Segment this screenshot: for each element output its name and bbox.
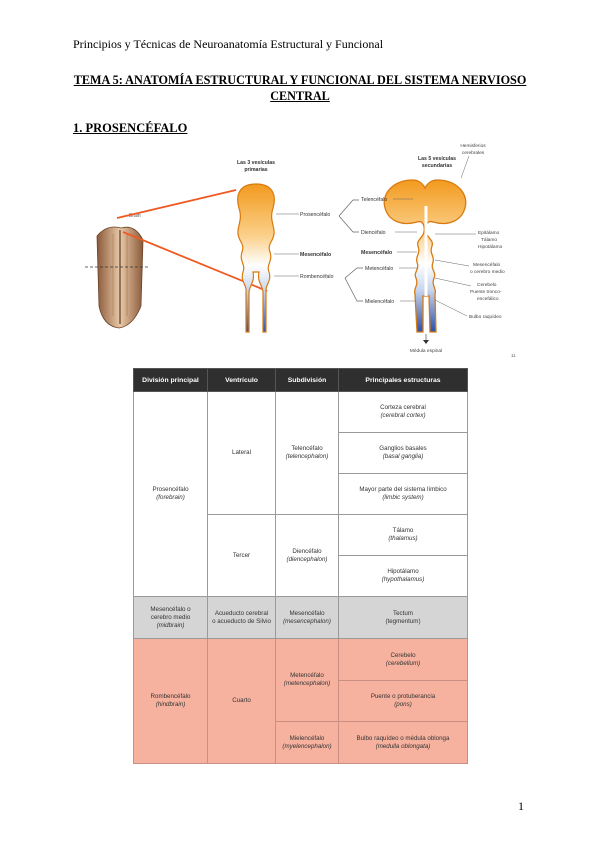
document-title: TEMA 5: ANATOMÍA ESTRUCTURAL Y FUNCIONAL… [73,72,527,104]
cell-cortex: Corteza cerebral(cerebral cortex) [338,391,468,433]
header-subdivision: Subdivisión [275,368,339,392]
embryo-label: Brain [129,213,141,219]
cell-medulla: Bulbo raquídeo o médula oblonga(medulla … [338,721,468,764]
secondary-mesencephalon: Mesencéfalo [361,250,392,256]
header-structures: Principales estructuras [338,368,468,392]
document-title-line-1: TEMA 5: ANATOMÍA ESTRUCTURAL Y FUNCIONAL… [73,73,527,87]
cell-hypothalamus: Hipotálamo(hypothalamus) [338,555,468,597]
header-division: División principal [133,368,208,392]
primary-prosencephalon: Prosencéfalo [300,212,330,218]
label-medulla: Bulbo raquídeo [469,314,502,320]
secondary-diencephalon: Diencéfalo [361,230,386,236]
primary-vesicle-tube [237,183,275,333]
vesicles-figure: Brain Las 3 vesículas primarias Prosencé… [85,143,516,358]
table-row: Mielencéfalo(myelencephalon) Bulbo raquí… [134,721,468,764]
label-cerebellum: Cerebelo [477,282,497,288]
label-hypothalamus: Hipotálamo [478,244,503,250]
table-row: Tercer Diencéfalo(diencephalon) Tálamo(t… [134,514,468,597]
table-header-row: División principal Ventrículo Subdivisió… [133,368,468,392]
embryo-illustration: Brain [85,213,149,329]
table-row: Prosencéfalo(forebrain) Lateral Telencéf… [133,391,468,597]
cell-forebrain: Prosencéfalo(forebrain) [133,391,208,597]
label-pons-2: encefálico [477,296,499,302]
header-ventricle: Ventrículo [207,368,276,392]
section-heading: 1. PROSENCÉFALO [73,121,188,135]
table-row: Rombencéfalo(hindbrain) Cuarto Metencéfa… [133,638,468,764]
secondary-myelencephalon: Mielencéfalo [365,299,394,305]
cell-diencephalon: Diencéfalo(diencephalon) [275,514,339,597]
primary-title-1: Las 3 vesículas [237,160,275,166]
brain-divisions-table: División principal Ventrículo Subdivisió… [133,368,468,764]
cell-telencephalon: Telencéfalo(telencephalon) [275,391,339,515]
label-pons-1: Puente tronco- [470,289,502,295]
secondary-title-1: Las 5 vesículas [418,156,456,162]
cell-third-ventricle: Tercer [207,514,276,597]
cell-basal-ganglia: Ganglios basales(basal ganglia) [338,432,468,474]
cell-limbic: Mayor parte del sistema límbico(limbic s… [338,473,468,515]
label-thalamus: Tálamo [481,237,497,243]
label-midbrain-2: o cerebro medio [470,269,505,275]
primary-rhombencephalon: Rombencéfalo [300,274,334,280]
primary-mesencephalon: Mesencéfalo [300,252,331,258]
figure-corner-mark: 11 [511,353,516,358]
cell-lateral-ventricle: Lateral [207,391,276,515]
table-row: Mayor parte del sistema límbico(limbic s… [134,473,468,515]
cell-thalamus: Tálamo(thalamus) [338,514,468,556]
label-midbrain-1: Mesencéfalo [473,262,501,268]
hemispheres-label-1: Hemisferios [460,143,486,149]
cell-fourth-ventricle: Cuarto [207,638,276,764]
secondary-metencephalon: Metencéfalo [365,266,393,272]
cell-tectum: Tectum(tegmentum) [338,596,468,639]
page-number: 1 [518,799,524,813]
label-epithalamus: Epitálamo [478,230,500,236]
table-row: Puente o protuberancia(pons) [134,680,468,722]
running-header: Principios y Técnicas de Neuroanatomía E… [73,37,384,51]
label-spinal-cord: Médula espinal [410,348,442,354]
table-row: Ganglios basales(basal ganglia) [134,432,468,474]
cell-hindbrain: Rombencéfalo(hindbrain) [133,638,208,764]
cell-mesencephalon: Mesencéfalo(mesencephalon) [275,596,339,639]
cell-metencephalon: Metencéfalo(metencephalon) [275,638,339,722]
secondary-title-2: secundarias [422,163,452,169]
cell-pons: Puente o protuberancia(pons) [338,680,468,722]
document-title-line-2: CENTRAL [270,89,330,103]
table-row: Hipotálamo(hypothalamus) [134,555,468,597]
primary-title-2: primarias [244,167,267,173]
cell-cerebellum: Cerebelo(cerebellum) [338,638,468,681]
secondary-telencephalon: Telencéfalo [361,197,387,203]
cell-myelencephalon: Mielencéfalo(myelencephalon) [275,721,339,764]
hemispheres-label-2: cerebrales [462,150,485,156]
